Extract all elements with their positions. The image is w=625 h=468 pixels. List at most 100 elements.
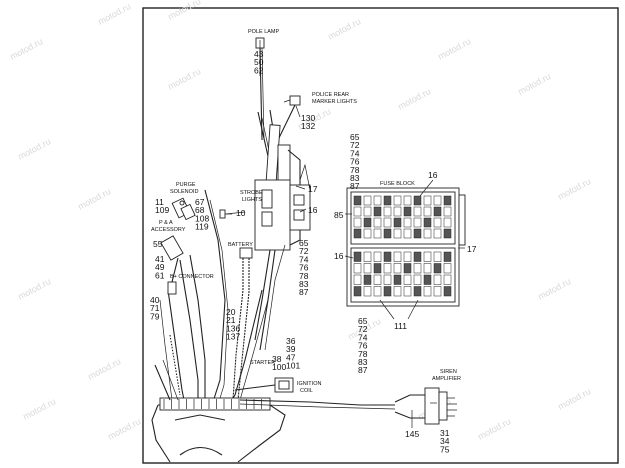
- watermark-text: motod.ru: [166, 66, 202, 92]
- siren-num: 34: [440, 436, 450, 446]
- strobe-num: 108: [195, 213, 209, 223]
- fb-bottom-num: 78: [358, 349, 368, 359]
- mid-num: 78: [299, 271, 309, 281]
- b-connector-num: 49: [155, 262, 165, 272]
- starter-num: 39: [286, 344, 296, 354]
- watermark-text: motod.ru: [16, 276, 52, 302]
- fuse-block: [346, 187, 466, 307]
- strobe-num: 119: [195, 222, 209, 232]
- siren-num: 31: [440, 428, 450, 438]
- watermark-text: motod.ru: [76, 186, 112, 212]
- callout-strobe-pointer: 10: [236, 208, 246, 218]
- ignition-num: 100: [272, 362, 286, 372]
- leader-lines: [225, 40, 465, 428]
- pole-lamp-label: POLE LAMP: [248, 29, 280, 35]
- ignition-label-2: COIL: [300, 388, 313, 394]
- engine-outline: [151, 359, 286, 463]
- callout-fb-85: 85: [334, 210, 344, 220]
- mid-num: 83: [299, 279, 309, 289]
- callout-fb-16-top: 16: [428, 170, 438, 180]
- starter-label: STARTER: [250, 360, 275, 366]
- callout-right-16: 16: [308, 205, 318, 215]
- left-hose: [169, 334, 181, 396]
- fb-top-num: 76: [350, 157, 360, 167]
- fb-top-num: 87: [350, 181, 360, 191]
- fb-top-num: 78: [350, 165, 360, 175]
- callout-fb-16-left: 16: [334, 251, 344, 261]
- battery-label: BATTERY: [228, 242, 253, 248]
- battery-num: 21: [226, 315, 236, 325]
- mid-num: 87: [299, 287, 309, 297]
- watermark-text: motod.ru: [516, 71, 552, 97]
- fuse-block-label: FUSE BLOCK: [380, 181, 415, 187]
- watermark-text: motod.ru: [16, 136, 52, 162]
- battery-num: 136: [226, 323, 240, 333]
- pa-accessory-connector: [160, 235, 184, 261]
- starter-num: 36: [286, 336, 296, 346]
- watermark-text: motod.ru: [556, 386, 592, 412]
- watermark-text: motod.ru: [106, 416, 142, 442]
- watermark-text: motod.ru: [476, 416, 512, 442]
- strobe-label-1: STROBE: [240, 190, 263, 196]
- purge-num: 11: [155, 197, 164, 207]
- watermark-text: motod.ru: [536, 276, 572, 302]
- watermark-text: motod.ru: [326, 16, 362, 42]
- callout-fb-17: 17: [467, 244, 477, 254]
- pa-label-1: P & A: [159, 220, 173, 226]
- pole-lamp-num: 62: [254, 65, 264, 75]
- b-connector-num: 41: [155, 254, 165, 264]
- left-num: 71: [150, 303, 160, 313]
- siren-label-1: SIREN: [440, 369, 457, 375]
- mid-num: 72: [299, 246, 309, 256]
- mid-num: 76: [299, 263, 309, 273]
- callout-right-17: 17: [308, 184, 318, 194]
- purge-label-1: PURGE: [176, 182, 196, 188]
- fb-bottom-num: 76: [358, 341, 368, 351]
- fb-top-num: 72: [350, 140, 360, 150]
- watermark-text: motod.ru: [8, 36, 44, 62]
- ignition-num: 38: [272, 354, 282, 364]
- purge-solenoid: [171, 197, 196, 221]
- ignition-label-1: IGNITION: [297, 381, 321, 387]
- siren-label-2: AMPLIFIER: [432, 376, 461, 382]
- b-plus-connector: [167, 257, 179, 295]
- watermark-text: motod.ru: [96, 1, 132, 27]
- ignition-coil: [234, 377, 294, 393]
- police-num: 132: [301, 121, 315, 131]
- watermark-text: motod.ru: [556, 176, 592, 202]
- diagram-frame: [142, 7, 619, 464]
- callout-pa: 55: [153, 239, 163, 249]
- fb-bottom-num: 72: [358, 324, 368, 334]
- siren-amplifier-harness: [239, 387, 457, 425]
- fb-top-num: 74: [350, 148, 360, 158]
- left-harness-branches: [159, 189, 269, 406]
- battery-cables: [232, 247, 253, 401]
- left-num: 79: [150, 311, 160, 321]
- starter-num: 47: [286, 352, 296, 362]
- callout-145: 145: [405, 429, 419, 439]
- fb-bottom-num: 87: [358, 365, 368, 375]
- fb-top-num: 65: [350, 132, 360, 142]
- callout-fb-111: 111: [394, 321, 407, 331]
- watermark-text: motod.ru: [436, 36, 472, 62]
- purge-num: 109: [155, 205, 169, 215]
- left-num: 40: [150, 295, 160, 305]
- fb-bottom-num: 65: [358, 316, 368, 326]
- mid-num: 65: [299, 238, 309, 248]
- strobe-num: 68: [195, 205, 205, 215]
- police-rear-label-1: POLICE REAR: [312, 92, 349, 98]
- mid-num: 74: [299, 254, 309, 264]
- b-connector-label: B+ CONNECTOR: [170, 274, 214, 280]
- strobe-label-2: LIGHTS: [242, 197, 262, 203]
- fb-top-num: 83: [350, 173, 360, 183]
- pole-lamp-num: 43: [254, 49, 264, 59]
- strobe-num: 67: [195, 197, 205, 207]
- purge-label-2: SOLENOID: [170, 189, 198, 195]
- pole-lamp-num: 50: [254, 57, 264, 67]
- watermark-text: motod.ru: [396, 86, 432, 112]
- pa-label-2: ACCESSORY: [151, 227, 186, 233]
- watermark-text: motod.ru: [21, 396, 57, 422]
